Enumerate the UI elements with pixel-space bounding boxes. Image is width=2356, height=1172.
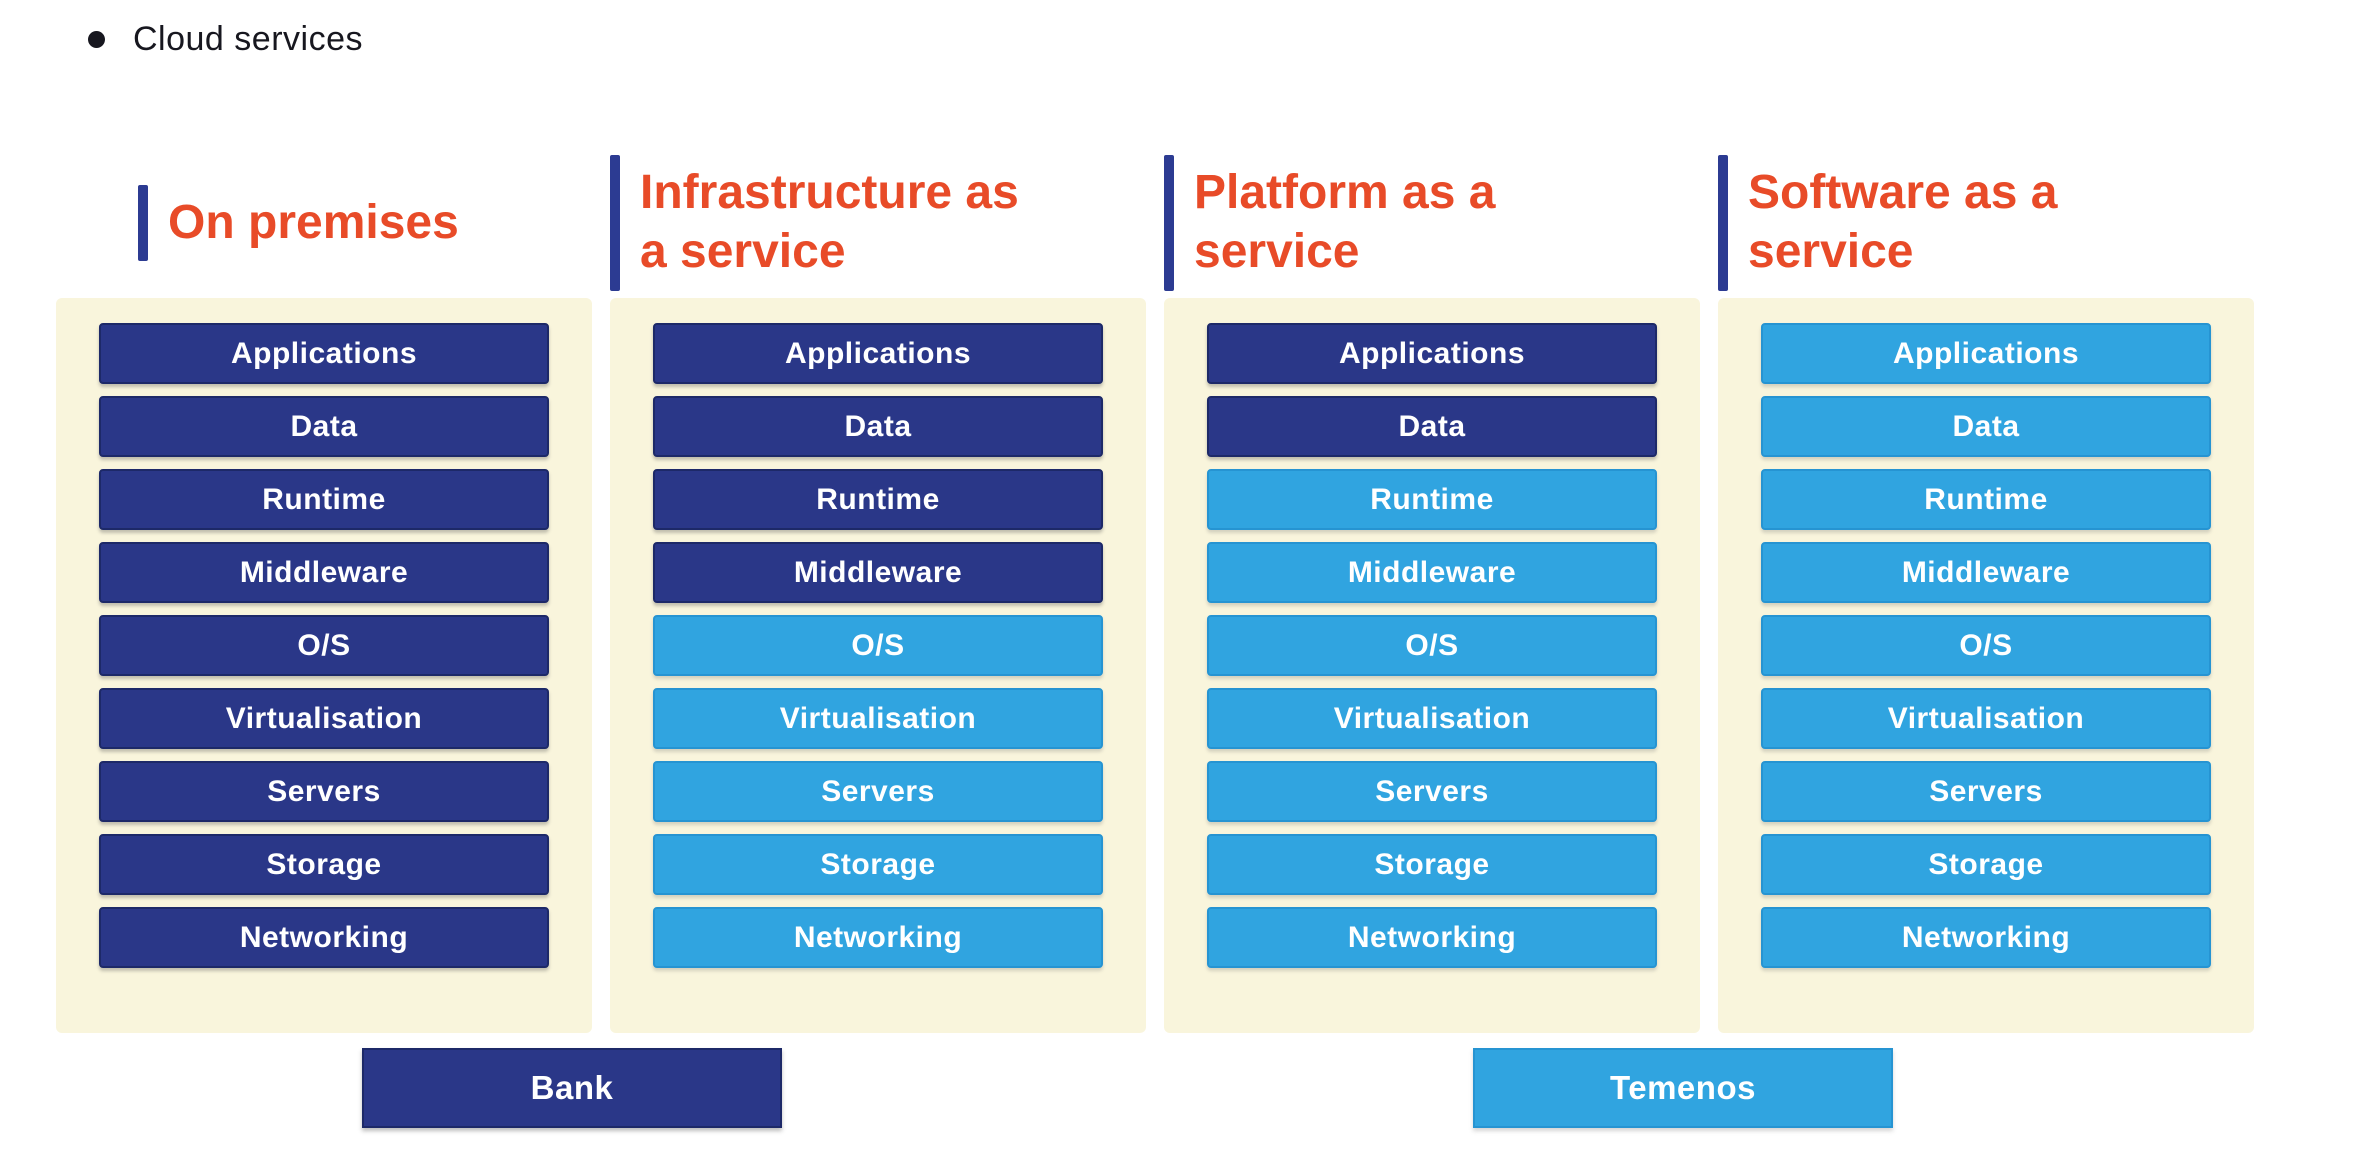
layer-networking: Networking [653, 907, 1103, 968]
column-header: Software as a service [1718, 148, 2254, 298]
layer-applications: Applications [653, 323, 1103, 384]
column-on-premises: On premises Applications Data Runtime Mi… [56, 148, 592, 1033]
column-paas: Platform as a service Applications Data … [1164, 148, 1700, 1033]
page-title: Cloud services [133, 20, 363, 58]
layer-runtime: Runtime [653, 469, 1103, 530]
layer-networking: Networking [99, 907, 549, 968]
layer-stack-panel: Applications Data Runtime Middleware O/S… [56, 298, 592, 1033]
layer-os: O/S [1207, 615, 1657, 676]
legend-temenos: Temenos [1473, 1048, 1893, 1128]
layer-servers: Servers [653, 761, 1103, 822]
layer-middleware: Middleware [1761, 542, 2211, 603]
layer-middleware: Middleware [99, 542, 549, 603]
column-header-inner: On premises [138, 184, 459, 262]
layer-virtualisation: Virtualisation [99, 688, 549, 749]
column-saas: Software as a service Applications Data … [1718, 148, 2254, 1033]
layer-networking: Networking [1761, 907, 2211, 968]
header-accent-bar [138, 184, 148, 262]
service-columns-grid: On premises Applications Data Runtime Mi… [56, 148, 2254, 1033]
column-title-line2: service [1748, 225, 1914, 278]
layer-runtime: Runtime [1207, 469, 1657, 530]
layer-storage: Storage [653, 834, 1103, 895]
bullet-icon [88, 31, 105, 48]
column-title-line2: a service [640, 225, 846, 278]
layer-storage: Storage [99, 834, 549, 895]
legend-bank: Bank [362, 1048, 782, 1128]
layer-networking: Networking [1207, 907, 1657, 968]
column-title-line1: On premises [168, 195, 459, 249]
layer-data: Data [653, 396, 1103, 457]
column-header: Platform as a service [1164, 148, 1700, 298]
column-header-inner: Software as a service [1718, 155, 2057, 291]
column-title-line2: service [1194, 225, 1360, 278]
layer-os: O/S [1761, 615, 2211, 676]
layer-os: O/S [653, 615, 1103, 676]
column-header: On premises [56, 148, 592, 298]
layer-virtualisation: Virtualisation [653, 688, 1103, 749]
layer-data: Data [99, 396, 549, 457]
layer-servers: Servers [1207, 761, 1657, 822]
layer-data: Data [1761, 396, 2211, 457]
layer-runtime: Runtime [1761, 469, 2211, 530]
column-title-line1: Infrastructure as [640, 166, 1019, 220]
layer-os: O/S [99, 615, 549, 676]
layer-virtualisation: Virtualisation [1207, 688, 1657, 749]
column-title: Infrastructure as a service [640, 155, 1019, 290]
column-title-line1: Software as a [1748, 166, 2058, 220]
layer-middleware: Middleware [653, 542, 1103, 603]
layer-applications: Applications [1207, 323, 1657, 384]
column-header-inner: Infrastructure as a service [610, 155, 1019, 291]
header-accent-bar [1164, 155, 1174, 291]
column-header: Infrastructure as a service [610, 148, 1146, 298]
layer-servers: Servers [1761, 761, 2211, 822]
bullet-title-row: Cloud services [88, 20, 363, 59]
layer-stack-panel: Applications Data Runtime Middleware O/S… [1718, 298, 2254, 1033]
layer-stack-panel: Applications Data Runtime Middleware O/S… [610, 298, 1146, 1033]
layer-storage: Storage [1207, 834, 1657, 895]
layer-virtualisation: Virtualisation [1761, 688, 2211, 749]
column-iaas: Infrastructure as a service Applications… [610, 148, 1146, 1033]
column-title-line1: Platform as a [1194, 166, 1496, 220]
column-title: Software as a service [1748, 155, 2057, 290]
layer-data: Data [1207, 396, 1657, 457]
layer-storage: Storage [1761, 834, 2211, 895]
column-title: On premises [168, 185, 459, 262]
column-title: Platform as a service [1194, 155, 1495, 290]
layer-runtime: Runtime [99, 469, 549, 530]
header-accent-bar [610, 155, 620, 291]
header-accent-bar [1718, 155, 1728, 291]
layer-stack-panel: Applications Data Runtime Middleware O/S… [1164, 298, 1700, 1033]
layer-applications: Applications [99, 323, 549, 384]
layer-middleware: Middleware [1207, 542, 1657, 603]
column-header-inner: Platform as a service [1164, 155, 1495, 291]
layer-applications: Applications [1761, 323, 2211, 384]
layer-servers: Servers [99, 761, 549, 822]
